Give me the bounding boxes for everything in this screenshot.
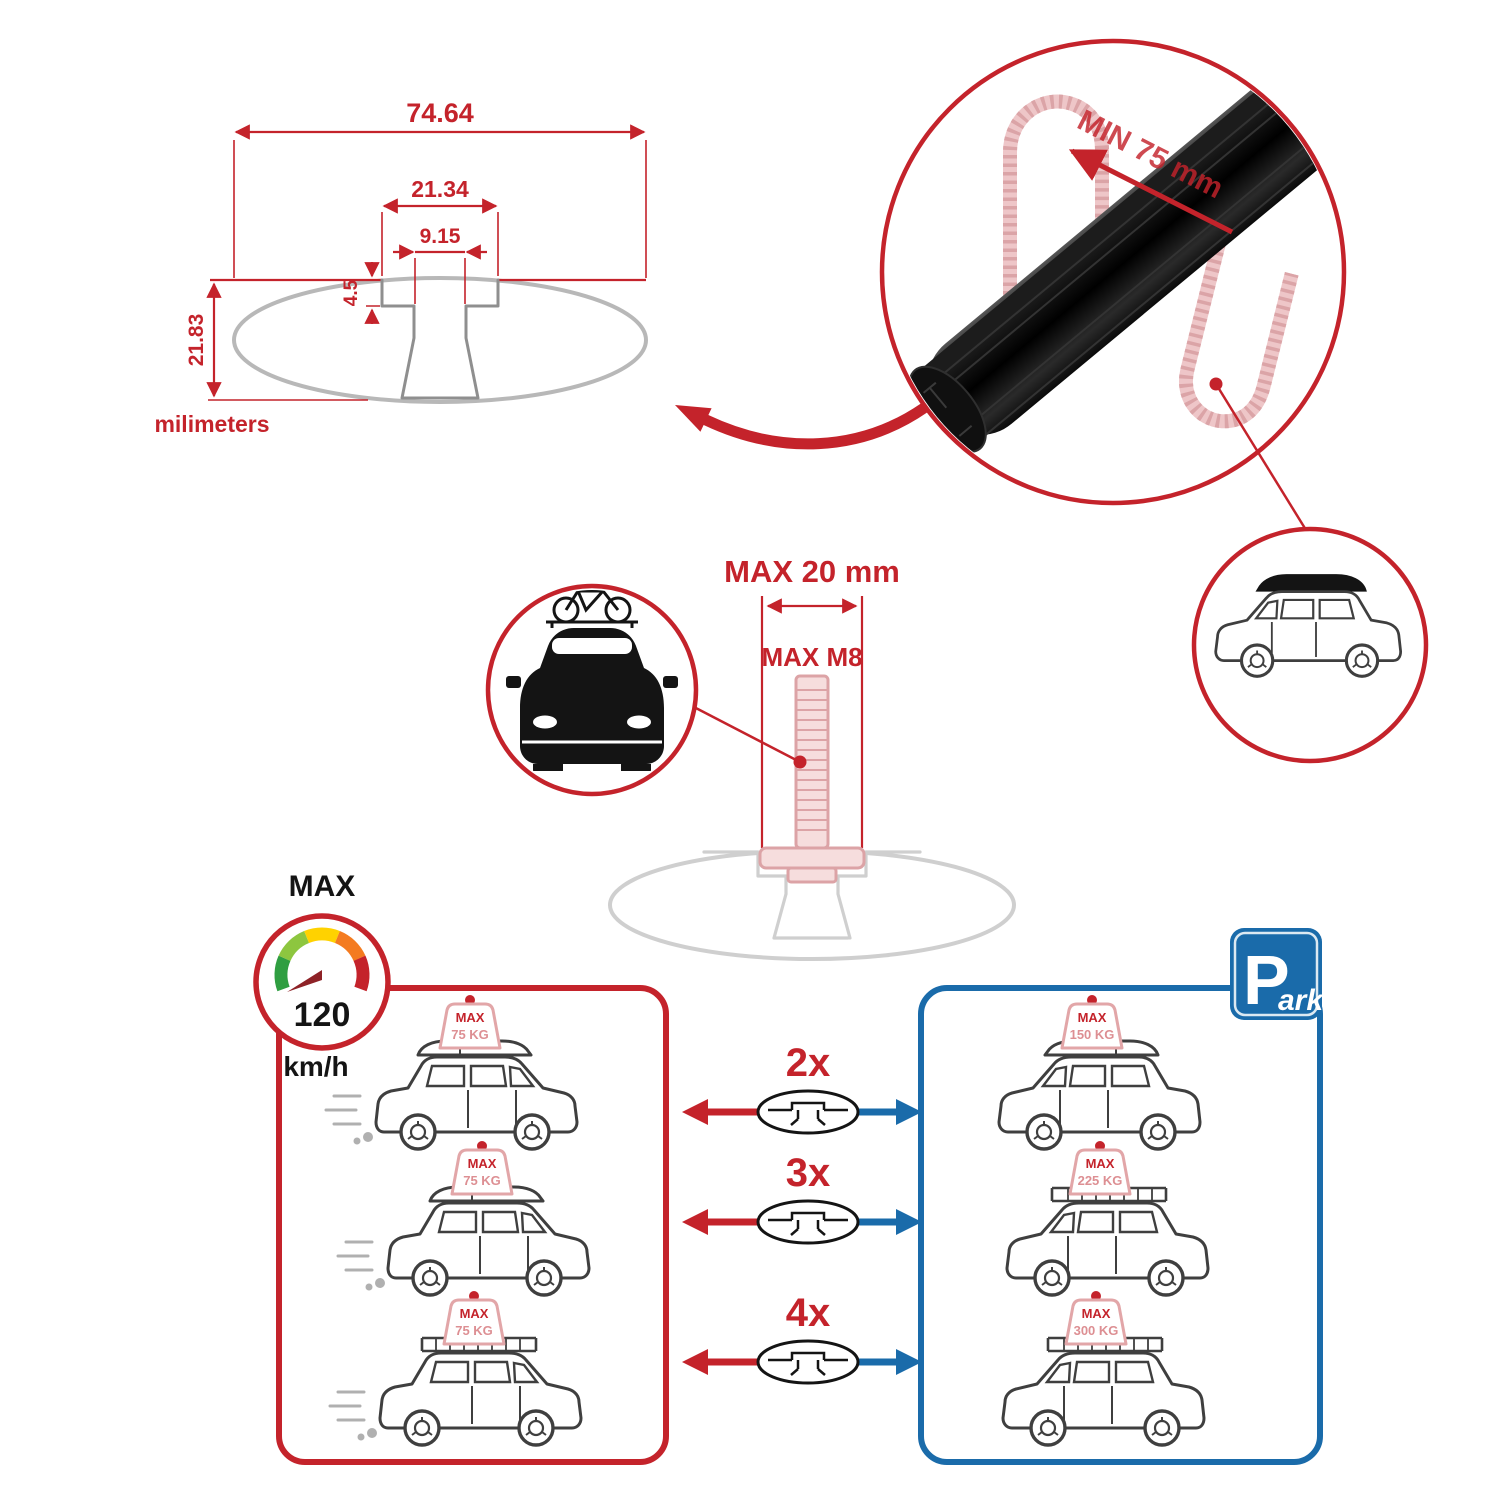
load-tag-max: MAX	[1078, 1010, 1107, 1025]
tbolt-diagram: MAX 20 mm MAX M8	[608, 554, 1016, 961]
dim-slot-depth-label: 4.5	[341, 279, 362, 306]
speed-limit-gauge: MAX 120 km/h	[253, 870, 391, 1082]
gauge-needle	[287, 970, 322, 992]
crossbar-detail-circle: MIN 75 mm	[879, 38, 1347, 531]
bolt-callout-line	[691, 704, 801, 764]
driving-car-row-2: MAX 75 KG	[336, 1139, 591, 1297]
arrow-left-red	[682, 1349, 708, 1375]
load-tag: MAX 150 KG	[1060, 993, 1124, 1050]
crossbar-profile-icon	[756, 1339, 860, 1385]
crossbar-profile-icon	[756, 1089, 860, 1135]
profile-dimension-drawing: 74.64 21.34 9.15 4.5 21.83 mil	[154, 98, 648, 437]
speed-value: 120	[294, 996, 351, 1034]
load-tag-value: 150 KG	[1070, 1027, 1115, 1042]
units-label: milimeters	[154, 411, 269, 437]
load-tag-value: 300 KG	[1074, 1323, 1119, 1338]
dim-slot-inner-label: 9.15	[420, 225, 461, 248]
dim-total-width-label: 74.64	[406, 98, 474, 128]
load-tag-value: 75 KG	[451, 1027, 489, 1042]
load-tag-value: 225 KG	[1078, 1173, 1123, 1188]
u-bolt-upper	[1003, 94, 1109, 320]
max-thread-label: MAX M8	[761, 642, 862, 672]
dimension-slot-depth: 4.5	[341, 262, 380, 324]
multiplier-label: 2x	[786, 1041, 831, 1085]
max-head-width-label: MAX 20 mm	[724, 554, 900, 589]
load-tag-max: MAX	[460, 1306, 489, 1321]
multiplier-row-3x: 3x	[682, 1151, 922, 1245]
dimension-slot-outer: 21.34	[381, 176, 499, 276]
speed-units: km/h	[283, 1051, 348, 1082]
parked-car-row-3: MAX 300 KG	[1001, 1289, 1206, 1447]
dimension-total-height: 21.83	[185, 282, 368, 401]
load-tag: MAX 75 KG	[450, 1139, 514, 1196]
callout-line-to-suv	[1214, 383, 1308, 531]
load-tag-max: MAX	[468, 1156, 497, 1171]
t-bolt	[758, 674, 866, 884]
load-tag-value: 75 KG	[455, 1323, 493, 1338]
dimension-slot-inner: 9.15	[393, 225, 487, 304]
detail-pointer-arrow	[675, 402, 930, 450]
bar-profile-ellipse	[232, 276, 648, 404]
park-sign-rest: ark	[1278, 984, 1324, 1017]
load-tag-max: MAX	[456, 1010, 485, 1025]
profile-slot-outline	[380, 278, 500, 400]
arrow-right-blue	[896, 1099, 922, 1125]
multiplier-row-2x: 2x	[682, 1041, 922, 1135]
driving-car-row-3: MAX 75 KG	[328, 1289, 583, 1447]
car-front-icon	[506, 620, 678, 771]
dim-slot-outer-label: 21.34	[411, 176, 469, 202]
multiplier-label: 4x	[786, 1291, 831, 1335]
driving-car-row-1: MAX 75 KG	[324, 993, 579, 1151]
crossbar-render	[908, 44, 1341, 453]
park-sign-initial: P	[1243, 941, 1290, 1019]
parked-car-row-1: MAX 150 KG	[997, 993, 1202, 1151]
load-tag: MAX 225 KG	[1068, 1139, 1132, 1196]
load-tag: MAX 75 KG	[442, 1289, 506, 1346]
load-tag-max: MAX	[1086, 1156, 1115, 1171]
arrow-left-red	[682, 1209, 708, 1235]
suv-roofbox-cargo	[1256, 574, 1367, 592]
parked-car-row-2: MAX 225 KG	[1005, 1139, 1210, 1297]
roofbox-suv-circle	[1191, 526, 1429, 764]
arrow-left-red	[682, 1099, 708, 1125]
bike-car-circle	[485, 583, 699, 797]
load-tag-value: 75 KG	[463, 1173, 501, 1188]
u-bolt-lower	[1179, 241, 1299, 429]
load-tag-max: MAX	[1082, 1306, 1111, 1321]
load-tag: MAX 75 KG	[438, 993, 502, 1050]
dim-total-height-label: 21.83	[185, 314, 208, 367]
load-tag: MAX 300 KG	[1064, 1289, 1128, 1346]
gauge-arc	[274, 927, 370, 992]
multiplier-row-4x: 4x	[682, 1291, 922, 1385]
crossbar-profile-icon	[756, 1199, 860, 1245]
speed-max-label: MAX	[289, 870, 356, 903]
park-sign: P ark	[1230, 928, 1324, 1020]
multiplier-label: 3x	[786, 1151, 831, 1195]
dimension-total-width: 74.64	[233, 98, 647, 278]
arrow-right-blue	[896, 1349, 922, 1375]
arrow-right-blue	[896, 1209, 922, 1235]
